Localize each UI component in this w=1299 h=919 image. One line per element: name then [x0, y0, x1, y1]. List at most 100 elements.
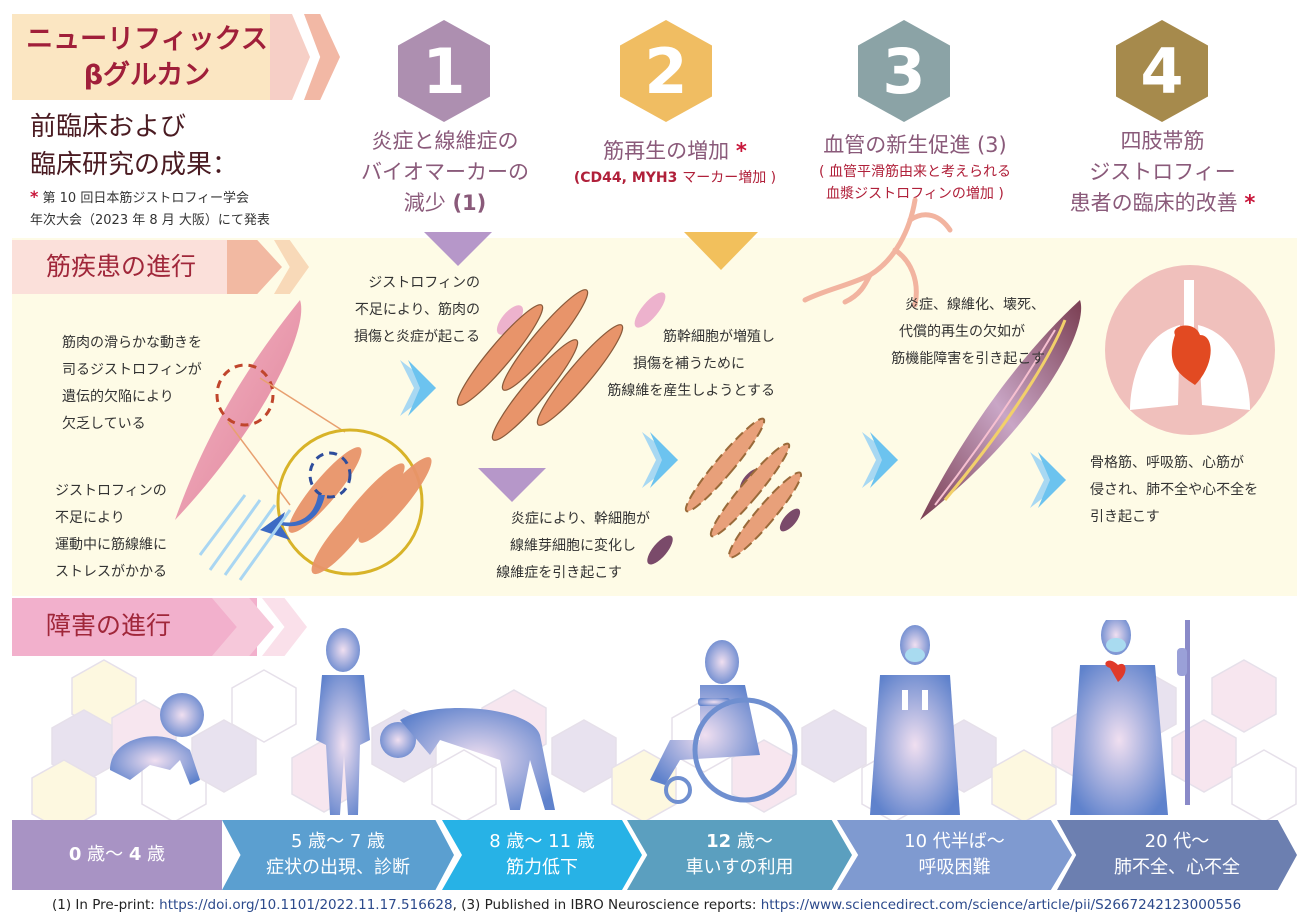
step-1-line: 炎症と線維症の	[371, 129, 519, 153]
next-arrow-icon	[642, 432, 678, 488]
step-1-line: バイオマーカーの	[361, 160, 529, 184]
desc-line: 損傷を補うために	[633, 356, 745, 372]
desc-line: 損傷と炎症が起こる	[354, 329, 480, 345]
subtitle-line2: 臨床研究の成果：	[30, 150, 239, 180]
age-stage-8-11: 8 歳〜 11 歳 筋力低下	[442, 820, 642, 890]
sciencedirect-link[interactable]: https://www.sciencedirect.com/science/ar…	[760, 897, 1242, 913]
age-stage-5-7: 5 歳〜 7 歳 症状の出現、診断	[222, 820, 454, 890]
stage-desc: 車いすの利用	[685, 857, 794, 878]
next-arrow-icon	[1030, 452, 1066, 508]
desc-line: 不足により	[55, 510, 125, 526]
subtitle-line1: 前臨床および	[30, 112, 187, 142]
ref-text: (1) In Pre-print:	[52, 897, 160, 913]
doi-link[interactable]: https://doi.org/10.1101/2022.11.17.51662…	[159, 897, 453, 913]
desc-line: ストレスがかかる	[55, 564, 167, 580]
ref-text: , (3) Published in IBRO Neuroscience rep…	[452, 897, 761, 913]
presentation-note: * 第 10 回日本筋ジストロフィー学会 年次大会（2023 年 8 月 大阪）…	[30, 186, 270, 232]
stage-desc: 症状の出現、診断	[266, 857, 410, 878]
wheel-icon	[664, 776, 692, 804]
age-label: 12	[706, 831, 732, 852]
step-number: 3	[858, 20, 950, 122]
blood-vessel-illustration	[802, 197, 953, 308]
desc-line: 引き起こす	[1090, 509, 1160, 525]
step-3-title: 血管の新生促進 (3) ( 血管平滑筋由来と考えられる 血漿ジストロフィンの増加…	[795, 130, 1035, 205]
age-stage-0-4: 0 歳〜 4 歳	[12, 820, 222, 890]
diseased-muscle-illustration	[920, 300, 1082, 520]
note-line2: 年次大会（2023 年 8 月 大阪）にて発表	[30, 213, 270, 228]
muscle-zoom-illustration	[175, 300, 432, 581]
desc-stem-cells: 筋幹細胞が増殖し 損傷を補うために 筋線維を産生しようとする	[585, 324, 775, 405]
step-4-line: ジストロフィー	[1089, 160, 1236, 184]
age-stage-12: 12 歳〜 車いすの利用	[627, 820, 852, 890]
age-label: 8 歳〜 11 歳	[489, 831, 595, 852]
step-2-hexagon: 2	[620, 20, 712, 122]
step-3-sub: ( 血管平滑筋由来と考えられる	[819, 164, 1011, 180]
desc-line: 遺伝的欠陥により	[62, 389, 174, 405]
references-footnote: (1) In Pre-print: https://doi.org/10.110…	[52, 895, 1241, 915]
step-3-line: 血管の新生促進 (3)	[823, 133, 1007, 157]
step-2-line: 筋再生の増加	[603, 139, 730, 163]
step-3-hexagon: 3	[858, 20, 950, 122]
product-title-line2: βグルカン	[83, 60, 211, 91]
desc-line: 筋肉の滑らかな動きを	[62, 335, 202, 351]
heart-icon	[1105, 660, 1126, 682]
age-label: 歳	[147, 844, 166, 865]
next-arrow-icon	[862, 432, 898, 488]
step-2-down-arrow	[684, 232, 758, 270]
step-number: 1	[398, 20, 490, 122]
step-1-down-arrow	[424, 232, 492, 266]
desc-line: 線維症を引き起こす	[496, 565, 622, 581]
disability-section-banner: 障害の進行	[12, 598, 332, 656]
iv-stand-icon	[1185, 620, 1190, 805]
desc-organ-failure: 骨格筋、呼吸筋、心筋が 侵され、肺不全や心不全を 引き起こす	[1090, 450, 1258, 531]
step-4-hexagon: 4	[1116, 20, 1208, 122]
note-line1: 第 10 回日本筋ジストロフィー学会	[42, 191, 250, 206]
age-label: 10 代半ば〜	[904, 831, 1005, 852]
wheel-icon	[692, 697, 798, 803]
title-banner: ニューリフィックス βグルカン	[12, 14, 340, 100]
desc-dysfunction: 炎症、線維化、壊死、 代償的再生の欠如が 筋機能障害を引き起こす	[820, 292, 1045, 373]
step-3-sub: 血漿ジストロフィンの増加 )	[826, 186, 1004, 202]
desc-line: ジストロフィンの	[368, 275, 480, 291]
age-label: 5 歳〜 7 歳	[290, 831, 386, 852]
desc-line: 炎症により、幹細胞が	[510, 511, 650, 527]
asterisk-icon: *	[30, 187, 39, 206]
lungs-heart-icon	[1105, 265, 1275, 435]
step-number: 2	[620, 20, 712, 122]
crawling-baby-icon	[110, 693, 204, 785]
next-arrow-icon	[400, 360, 436, 416]
product-title: ニューリフィックス βグルカン	[12, 22, 282, 94]
step-1-hexagon: 1	[398, 20, 490, 122]
age-label: 0	[68, 844, 82, 865]
desc-line: 代償的再生の欠如が	[899, 324, 1025, 340]
age-label: 20 代〜	[1144, 831, 1210, 852]
banner-band	[12, 240, 237, 294]
desc-line: 炎症、線維化、壊死、	[905, 297, 1045, 313]
step-4-line: 患者の臨床的改善	[1069, 191, 1238, 215]
age-stage-20s: 20 代〜 肺不全、心不全	[1057, 820, 1297, 890]
banner-band	[12, 598, 257, 656]
bending-child-icon	[380, 708, 555, 810]
desc-line: 不足により、筋肉の	[354, 302, 480, 318]
desc-line: 筋機能障害を引き起こす	[891, 351, 1045, 367]
age-label: 4	[128, 844, 142, 865]
step-2-markers: (CD44, MYH3	[573, 170, 678, 186]
step-4-line: 四肢帯筋	[1120, 129, 1205, 153]
step-4-title: 四肢帯筋 ジストロフィー 患者の臨床的改善 *	[1045, 126, 1280, 219]
subtitle: 前臨床および 臨床研究の成果：	[30, 108, 238, 184]
asterisk-icon: *	[735, 139, 747, 163]
desc-line: 欠乏している	[62, 416, 146, 432]
desc-damage: ジストロフィンの 不足により、筋肉の 損傷と炎症が起こる	[320, 270, 480, 351]
desc-line: 筋幹細胞が増殖し	[663, 329, 775, 345]
title-band	[12, 14, 282, 100]
banner-chevron	[227, 240, 282, 294]
desc-line: 線維芽細胞に変化し	[510, 538, 636, 554]
step-2-title: 筋再生の増加 * (CD44, MYH3 マーカー増加 )	[555, 136, 795, 189]
desc-line: 侵され、肺不全や心不全を	[1090, 482, 1259, 498]
damaged-fibers-illustration	[456, 289, 666, 441]
iv-bag-icon	[1177, 648, 1187, 676]
desc-line: 運動中に筋線維に	[55, 537, 167, 553]
stage-desc: 呼吸困難	[918, 857, 991, 878]
desc-line: 筋線維を産生しようとする	[607, 383, 775, 399]
desc-line: 骨格筋、呼吸筋、心筋が	[1090, 455, 1244, 471]
